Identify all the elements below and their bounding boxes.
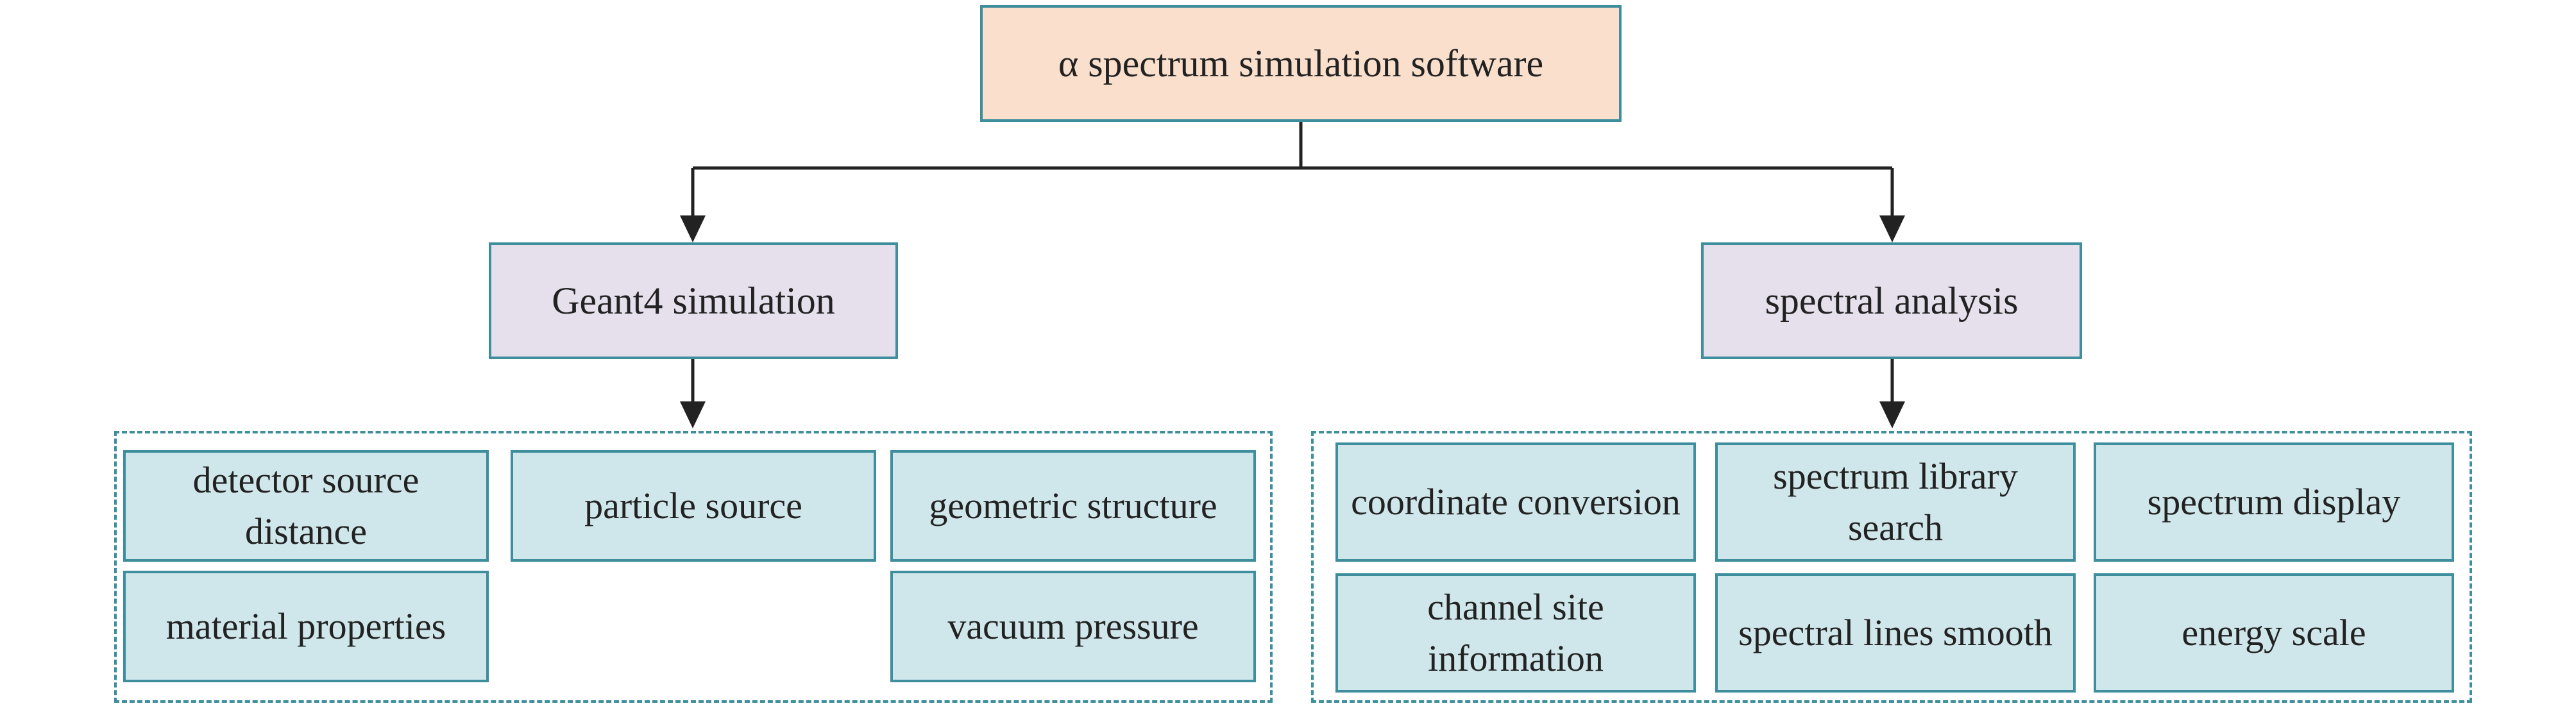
branch-node-geant4-simulation: Geant4 simulation: [489, 242, 898, 359]
leaf-spectrum-library-search: spectrum library search: [1715, 442, 2076, 562]
root-node: α spectrum simulation software: [980, 5, 1622, 122]
leaf-label: vacuum pressure: [947, 605, 1199, 647]
leaf-coordinate-conversion: coordinate conversion: [1335, 442, 1696, 562]
branch-label: Geant4 simulation: [552, 280, 835, 322]
arrow-to-geant4-group: [680, 401, 706, 428]
leaf-label: geometric structure: [929, 485, 1217, 526]
leaf-material-properties: material properties: [123, 571, 489, 682]
leaf-label: particle source: [584, 485, 802, 526]
analysis-items-group: [1311, 431, 2472, 703]
root-node-label: α spectrum simulation software: [1058, 42, 1544, 85]
leaf-label: material properties: [165, 605, 446, 647]
leaf-channel-site-information: channel site information: [1335, 573, 1696, 693]
arrow-to-spectral-analysis: [1879, 215, 1905, 242]
arrow-to-analysis-group: [1879, 401, 1905, 428]
leaf-spectrum-display: spectrum display: [2094, 442, 2454, 562]
arrow-to-geant4: [680, 215, 706, 242]
leaf-energy-scale: energy scale: [2094, 573, 2454, 693]
leaf-particle-source: particle source: [511, 450, 876, 562]
branch-node-spectral-analysis: spectral analysis: [1701, 242, 2082, 359]
leaf-label: energy scale: [2182, 612, 2366, 653]
leaf-label: detector source distance: [192, 459, 419, 552]
leaf-label: spectral lines smooth: [1738, 612, 2053, 653]
leaf-spectral-lines-smooth: spectral lines smooth: [1715, 573, 2076, 693]
leaf-label: spectrum display: [2147, 481, 2401, 523]
leaf-vacuum-pressure: vacuum pressure: [890, 571, 1256, 682]
branch-label: spectral analysis: [1765, 280, 2019, 322]
leaf-detector-source-distance: detector source distance: [123, 450, 489, 562]
leaf-label: spectrum library search: [1773, 455, 2018, 548]
geant4-items-group: [114, 431, 1273, 703]
leaf-label: channel site information: [1427, 586, 1604, 679]
leaf-label: coordinate conversion: [1351, 481, 1681, 523]
leaf-geometric-structure: geometric structure: [890, 450, 1256, 562]
